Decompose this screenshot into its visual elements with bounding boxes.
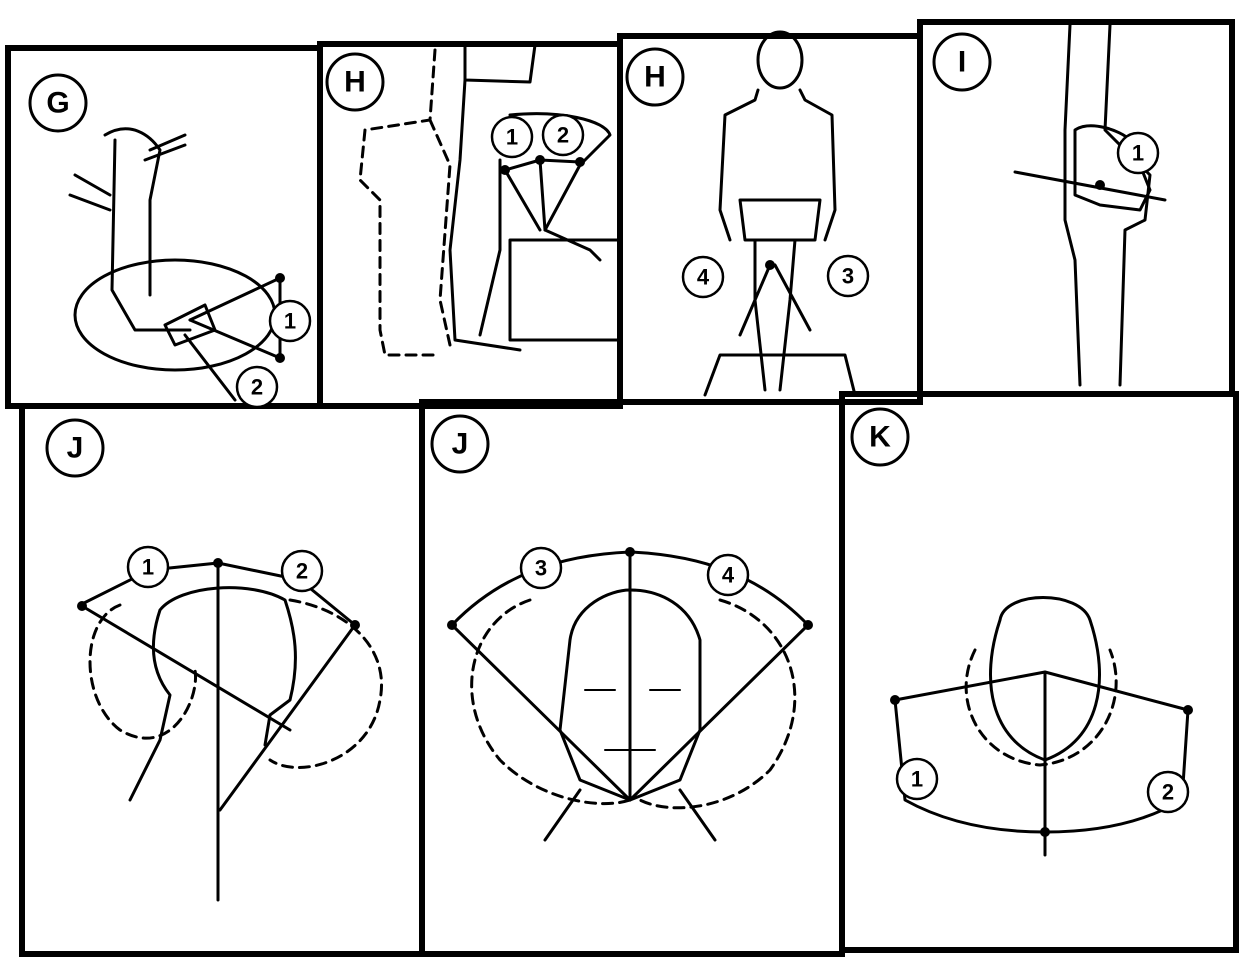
panel-g-marker-2: 2 <box>237 367 277 407</box>
panel-h-left-badge: H <box>327 54 383 110</box>
panel-h-left-label: H <box>344 66 366 99</box>
panel-j-right-badge: J <box>432 416 488 472</box>
panel-h-left-marker-1: 1 <box>492 117 532 157</box>
panel-g-marker-2-label: 2 <box>251 375 263 400</box>
panel-k-marker-2: 2 <box>1148 772 1188 812</box>
panel-i-label: I <box>958 46 966 79</box>
panel-j-right-marker-3: 3 <box>521 548 561 588</box>
panel-h-left-marker-2-label: 2 <box>557 123 569 148</box>
panel-j-left-marker-1-label: 1 <box>142 555 154 580</box>
panel-i-marker-1-label: 1 <box>1132 141 1144 166</box>
panel-j-right-marker-4: 4 <box>708 555 748 595</box>
panel-k-neck-rotation-diagram <box>890 598 1193 856</box>
panel-k-label: K <box>869 421 891 454</box>
panel-j-neck-front-diagram <box>447 547 813 840</box>
panel-j-right-marker-3-label: 3 <box>535 556 547 581</box>
panel-i-badge: I <box>934 34 990 90</box>
panel-j-right-label: J <box>452 428 469 461</box>
panel-i-arm-diagram <box>1015 25 1165 385</box>
panel-g-marker-1-label: 1 <box>284 309 296 334</box>
panel-j-left-marker-2: 2 <box>282 551 322 591</box>
panel-j-left-marker-1: 1 <box>128 547 168 587</box>
panel-g-ankle-diagram <box>70 129 285 400</box>
panel-g-badge: G <box>30 75 86 131</box>
panel-h-left-marker-1-label: 1 <box>506 125 518 150</box>
panel-grid <box>8 22 1236 954</box>
panel-g-marker-1: 1 <box>270 301 310 341</box>
panel-h-right-marker-4-label: 4 <box>697 265 710 290</box>
panel-j-left-marker-2-label: 2 <box>296 559 308 584</box>
panel-k-badge: K <box>852 409 908 465</box>
panel-j-right-marker-4-label: 4 <box>722 563 735 588</box>
panel-h-right-badge: H <box>627 49 683 105</box>
panel-j-neck-side-diagram <box>77 558 382 900</box>
panel-h-left-marker-2: 2 <box>543 115 583 155</box>
panel-j-left-badge: J <box>47 420 103 476</box>
panel-k-marker-1: 1 <box>897 759 937 799</box>
panel-h-hip-seated-diagram <box>705 32 855 395</box>
panel-k-marker-1-label: 1 <box>911 767 923 792</box>
panel-h-right-marker-4: 4 <box>683 257 723 297</box>
panel-h-right-marker-3-label: 3 <box>842 264 854 289</box>
panel-h-right-label: H <box>644 61 666 94</box>
panel-j-left-label: J <box>67 432 84 465</box>
panel-i-marker-1: 1 <box>1118 133 1158 173</box>
panel-h-hip-standing-diagram <box>360 45 620 355</box>
panel-k-marker-2-label: 2 <box>1162 780 1174 805</box>
panel-g-label: G <box>46 87 69 120</box>
panel-h-right-marker-3: 3 <box>828 256 868 296</box>
